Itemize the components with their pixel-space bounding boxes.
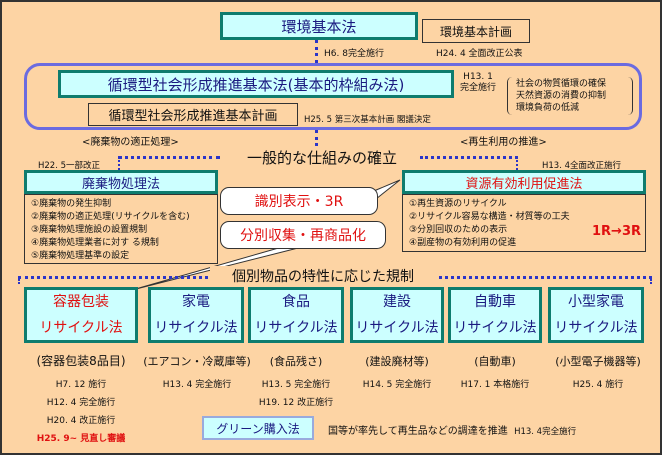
connector-line — [315, 40, 318, 63]
env-law-label: 環境基本法 — [281, 17, 357, 36]
green-purchasing-label: グリーン購入法 — [216, 421, 300, 436]
env-law-date: H6. 8完全施行 — [324, 49, 384, 59]
law-date: H14. 5 完全施行 — [362, 380, 432, 390]
law-scope: (食品残さ) — [269, 355, 323, 368]
green-date: H13. 4完全施行 — [514, 427, 577, 437]
goal-item: 天然資源の消費の抑制 — [516, 91, 607, 101]
law-date: H20. 4 改正施行 — [46, 416, 116, 426]
env-plan-box: 環境基本計画 — [422, 19, 530, 43]
container-law-dates: H7. 12 施行 H12. 4 完全施行 H20. 4 改正施行 H25. 9… — [24, 376, 138, 448]
waste-law-date: H22. 5一部改正 — [38, 161, 101, 171]
waste-law-label: 廃棄物処理法 — [81, 176, 160, 192]
law-name: リサイクル法 — [154, 320, 238, 336]
list-item: ②リサイクル容易な構造・材質等の工夫 — [409, 212, 570, 222]
container-law-box: 容器包装リサイクル法 — [24, 287, 138, 343]
law-scope: (小型電子機器等) — [555, 355, 641, 368]
goal-item: 社会の物質循環の確保 — [516, 79, 607, 89]
law-name: リサイクル法 — [39, 320, 123, 336]
review-note: H25. 9~ 見直し審議 — [36, 434, 126, 444]
general-title: 一般的な仕組みの確立 — [246, 149, 397, 167]
connector-line — [118, 156, 220, 170]
1r-3r-badge: 1R→3R — [592, 224, 642, 239]
collection-callout: 分別収集・再商品化 — [220, 221, 386, 249]
resource-law-date: H13. 4全面改正施行 — [542, 161, 622, 171]
law-scope: (建設廃材等) — [365, 355, 429, 368]
green-purchasing-desc: 国等が率先して再生品などの調達を推進 H13. 4完全施行 — [328, 422, 576, 437]
list-item: ①廃棄物の発生抑制 — [31, 199, 112, 209]
appliance-law-box: 家電リサイクル法 — [148, 287, 244, 343]
date-line: H13. 1 — [463, 72, 493, 82]
env-plan-date: H24. 4 全面改正公表 — [436, 49, 523, 59]
law-date: H13. 5 完全施行 — [261, 380, 331, 390]
list-item: ③分別回収のための表示 — [409, 225, 508, 235]
law-name: 容器包装 — [53, 294, 109, 310]
automobile-law-box: 自動車リサイクル法 — [448, 287, 542, 343]
law-date: H19. 12 改正施行 — [258, 398, 334, 408]
resource-law-list: ①再生資源のリサイクル ②リサイクル容易な構造・材質等の工夫 ③分別回収のための… — [402, 194, 646, 252]
resource-law-label: 資源有効利用促進法 — [465, 176, 583, 192]
law-date: H17. 1 本格施行 — [460, 380, 530, 390]
food-law-dates: H13. 5 完全施行 H19. 12 改正施行 — [244, 376, 348, 412]
law-scope: (自動車) — [474, 355, 516, 368]
law-name: リサイクル法 — [554, 320, 638, 336]
resource-law-box: 資源有効利用促進法 — [402, 170, 646, 194]
law-date: H7. 12 施行 — [55, 380, 107, 390]
law-date: H25. 4 施行 — [572, 380, 624, 390]
circular-plan-box: 循環型社会形成推進基本計画 — [88, 103, 298, 126]
circular-plan-label: 循環型社会形成推進基本計画 — [108, 109, 278, 124]
collection-label: 分別収集・再商品化 — [240, 228, 366, 244]
circular-law-label: 循環型社会形成推進基本法(基本的枠組み法) — [107, 75, 405, 94]
connector-line — [420, 156, 518, 170]
law-date: H12. 4 完全施行 — [46, 398, 116, 408]
law-scope: (エアコン・冷蔵庫等) — [143, 355, 251, 368]
env-law-box: 環境基本法 — [220, 12, 418, 40]
green-desc: 国等が率先して再生品などの調達を推進 — [328, 426, 508, 437]
goals-list: 社会の物質循環の確保 天然資源の消費の抑制 環境負荷の低減 — [507, 77, 633, 115]
list-item: ⑤廃棄物処理基準の設定 — [31, 251, 130, 261]
individual-title: 個別物品の特性に応じた規制 — [210, 266, 436, 286]
list-item: ③廃棄物処理施設の設置規制 — [31, 225, 148, 235]
law-name: 小型家電 — [568, 294, 624, 310]
circular-law-box: 循環型社会形成推進基本法(基本的枠組み法) — [58, 70, 454, 98]
left-heading: <廃棄物の適正処理> — [82, 137, 179, 148]
food-law-box: 食品リサイクル法 — [248, 287, 344, 343]
law-name: 家電 — [182, 294, 210, 310]
circular-society-frame — [24, 63, 642, 130]
labeling-callout: 識別表示・3R — [220, 187, 378, 215]
law-name: リサイクル法 — [254, 320, 338, 336]
goal-item: 環境負荷の低減 — [516, 103, 580, 113]
green-purchasing-box: グリーン購入法 — [202, 416, 314, 440]
connector-line — [315, 130, 318, 146]
law-name: リサイクル法 — [453, 320, 537, 336]
circular-plan-date: H25. 5 第三次基本計画 閣議決定 — [304, 115, 431, 125]
env-plan-label: 環境基本計画 — [439, 24, 512, 39]
law-date: H13. 4 完全施行 — [162, 380, 232, 390]
list-item: ④副産物の有効利用の促進 — [409, 238, 517, 248]
list-item: ④廃棄物処理業者に対す る規制 — [31, 238, 159, 248]
list-item: ②廃棄物の適正処理(リサイクルを含む) — [31, 212, 190, 222]
small-appliance-law-box: 小型家電リサイクル法 — [548, 287, 644, 343]
law-name: リサイクル法 — [355, 320, 439, 336]
list-item: ①再生資源のリサイクル — [409, 199, 507, 209]
right-heading: <再生利用の推進> — [460, 137, 547, 148]
waste-law-list: ①廃棄物の発生抑制 ②廃棄物の適正処理(リサイクルを含む) ③廃棄物処理施設の設… — [24, 194, 218, 264]
labeling-label: 識別表示・3R — [254, 194, 344, 210]
law-scope: (容器包装8品目) — [36, 354, 126, 368]
date-line: 完全施行 — [460, 83, 497, 93]
law-name: 食品 — [282, 294, 310, 310]
waste-law-box: 廃棄物処理法 — [24, 170, 218, 194]
construction-law-box: 建設リサイクル法 — [350, 287, 444, 343]
law-name: 自動車 — [474, 294, 516, 310]
law-name: 建設 — [383, 294, 411, 310]
